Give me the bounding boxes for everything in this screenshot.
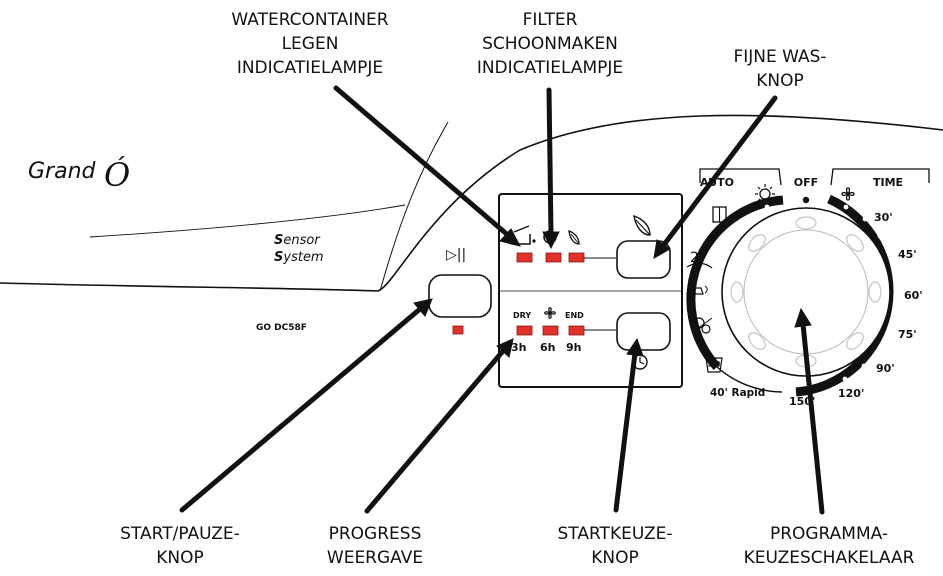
arrow-fine-wash	[660, 95, 778, 249]
arrow-progress	[364, 348, 506, 514]
arrow-head-water	[499, 228, 521, 247]
time-75: 75'	[898, 328, 917, 341]
callout-filter: FILTER SCHOONMAKEN INDICATIELAMPJE	[450, 8, 650, 80]
off-dot	[802, 196, 810, 204]
callout-water-line2: LEGEN	[281, 34, 339, 54]
callout-delay-start: STARTKEUZE- KNOP	[525, 522, 705, 570]
callout-water-container: WATERCONTAINER LEGEN INDICATIELAMPJE	[200, 8, 420, 80]
callout-water-line3: INDICATIELAMPJE	[236, 58, 384, 78]
off-label: OFF	[794, 176, 818, 189]
time-bracket	[830, 168, 930, 186]
callout-progress-line1: PROGRESS	[328, 524, 422, 544]
time-120: 120'	[838, 387, 864, 400]
arrow-water-container	[333, 85, 512, 239]
start-pause-led	[452, 325, 464, 335]
time-45: 45'	[898, 248, 917, 261]
sensor-cap: S	[274, 233, 283, 248]
arrow-head-start	[413, 298, 433, 317]
delay-start-button[interactable]	[616, 312, 671, 351]
arrow-head-delay	[626, 337, 644, 357]
rapid-label: 40' Rapid	[710, 387, 765, 399]
sensor-text: Sensor	[274, 233, 321, 248]
system-text: System	[274, 250, 324, 265]
dial-grips	[730, 216, 882, 368]
callout-start-line2: KNOP	[156, 548, 204, 568]
progress-led-fan	[542, 325, 559, 336]
time-90: 90'	[876, 362, 895, 375]
callout-fine-line2: KNOP	[756, 71, 804, 91]
auto-bracket	[699, 168, 782, 186]
arrow-head-progress	[496, 338, 514, 358]
callout-fine-wash: FIJNE WAS- KNOP	[700, 45, 860, 93]
delay-3h: 3h	[511, 341, 527, 354]
callout-filter-line3: INDICATIELAMPJE	[476, 58, 624, 78]
arrow-head-program	[794, 307, 812, 328]
callout-program-line1: PROGRAMMA-	[769, 524, 889, 544]
feather-icon-small	[568, 230, 580, 245]
callout-program-selector: PROGRAMMA- KEUZESCHAKELAAR	[722, 522, 936, 570]
fan-icon-small	[544, 307, 556, 319]
time-30: 30'	[874, 211, 893, 224]
end-label: END	[565, 311, 584, 320]
brand-logo: Grand	[28, 159, 97, 184]
time-60: 60'	[904, 289, 923, 302]
ring-dots	[712, 204, 901, 382]
panel-fold-line	[379, 121, 449, 292]
sensor-rest: ensor	[283, 233, 321, 248]
system-rest: ystem	[282, 250, 323, 265]
brand-logo-glyph: Ó	[104, 156, 130, 194]
arrow-start-pause	[179, 306, 423, 513]
arrow-filter	[546, 87, 554, 237]
delay-6h: 6h	[540, 341, 556, 354]
callout-water-line1: WATERCONTAINER	[231, 10, 389, 30]
arrow-program-dial	[800, 321, 825, 515]
callout-start-pause: START/PAUZE- KNOP	[80, 522, 280, 570]
callout-fine-line1: FIJNE WAS-	[733, 47, 827, 67]
callout-filter-line2: SCHOONMAKEN	[482, 34, 618, 54]
callout-program-line2: KEUZESCHAKELAAR	[743, 548, 915, 568]
rapid-ring	[716, 366, 783, 393]
callout-progress-line2: WEERGAVE	[326, 548, 424, 568]
start-pause-button[interactable]	[428, 274, 492, 318]
arrow-head-fine	[653, 239, 671, 259]
arrow-head-filter	[542, 231, 560, 250]
system-cap: S	[274, 250, 283, 265]
dry-label: DRY	[513, 311, 531, 320]
callout-filter-line1: FILTER	[522, 10, 578, 30]
panel-crease-line	[89, 204, 406, 238]
cupboard-icon	[712, 206, 727, 223]
iron-dry-icon: 2	[690, 250, 699, 266]
progress-led-end	[568, 325, 585, 336]
panel-outline	[0, 114, 943, 292]
feather-icon	[633, 214, 651, 236]
model-number: GO DC58F	[256, 323, 307, 333]
callout-start-line1: START/PAUZE-	[120, 524, 240, 544]
delay-9h: 9h	[566, 341, 582, 354]
callout-delay-line2: KNOP	[591, 548, 639, 568]
play-pause-icon: ▷||	[446, 247, 466, 263]
callout-delay-line1: STARTKEUZE-	[557, 524, 673, 544]
progress-led-dry	[516, 325, 533, 336]
fan-icon	[841, 187, 855, 201]
auto-ring	[686, 195, 784, 371]
callout-progress: PROGRESS WEERGAVE	[295, 522, 455, 570]
time-label: TIME	[873, 176, 903, 189]
arrow-delay-start	[613, 350, 638, 513]
display-box	[498, 193, 683, 388]
fine-wash-led	[568, 252, 585, 263]
water-container-led	[516, 252, 533, 263]
filter-led	[545, 252, 562, 263]
